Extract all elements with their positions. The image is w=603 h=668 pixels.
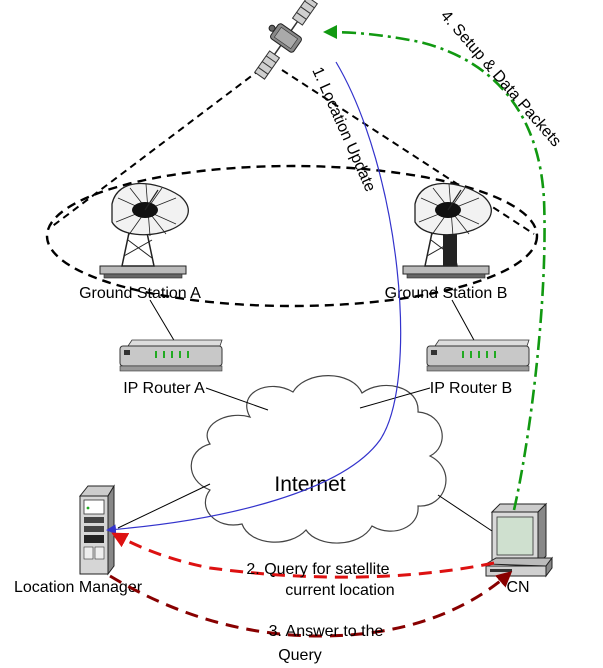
location-update-label: 1. Location Update — [308, 65, 378, 195]
router-b-icon — [426, 339, 530, 372]
beam-line-left — [49, 61, 271, 229]
coverage-ellipse — [45, 164, 539, 308]
location-update-arrow — [106, 61, 402, 535]
setup-data-label: 4. Setup & Data Packets — [437, 7, 564, 150]
cn-computer-icon — [484, 502, 553, 578]
setup-data-arrow — [323, 25, 546, 511]
query-label-line1: 2. Query for satellite — [246, 561, 389, 578]
link-gs-a-router-a — [149, 299, 176, 343]
ground-station-a-label: Ground Station A — [79, 285, 201, 302]
location-manager-server-icon — [78, 484, 115, 576]
link-router-a-internet — [205, 387, 269, 411]
query-label-line2: current location — [285, 582, 394, 599]
ground-station-b-icon — [402, 182, 492, 279]
router-b-label: IP Router B — [430, 380, 512, 397]
cn-label: CN — [506, 579, 529, 596]
internet-label: Internet — [274, 473, 345, 496]
link-gs-b-router-b — [451, 299, 476, 343]
answer-label-line2: Query — [278, 647, 322, 664]
ground-station-b-label: Ground Station B — [385, 285, 508, 302]
router-a-icon — [119, 339, 223, 372]
satellite-icon — [254, 0, 318, 80]
link-lm-internet — [117, 483, 211, 529]
ground-station-a-icon — [99, 182, 189, 279]
answer-label-line1: 3. Answer to the — [269, 623, 384, 640]
link-cn-internet — [437, 494, 493, 532]
internet-cloud — [190, 375, 447, 544]
beam-line-right — [281, 69, 535, 235]
router-a-label: IP Router A — [123, 380, 205, 397]
query-arrow — [111, 532, 495, 579]
location-manager-label: Location Manager — [14, 579, 143, 596]
answer-arrow — [109, 571, 513, 638]
